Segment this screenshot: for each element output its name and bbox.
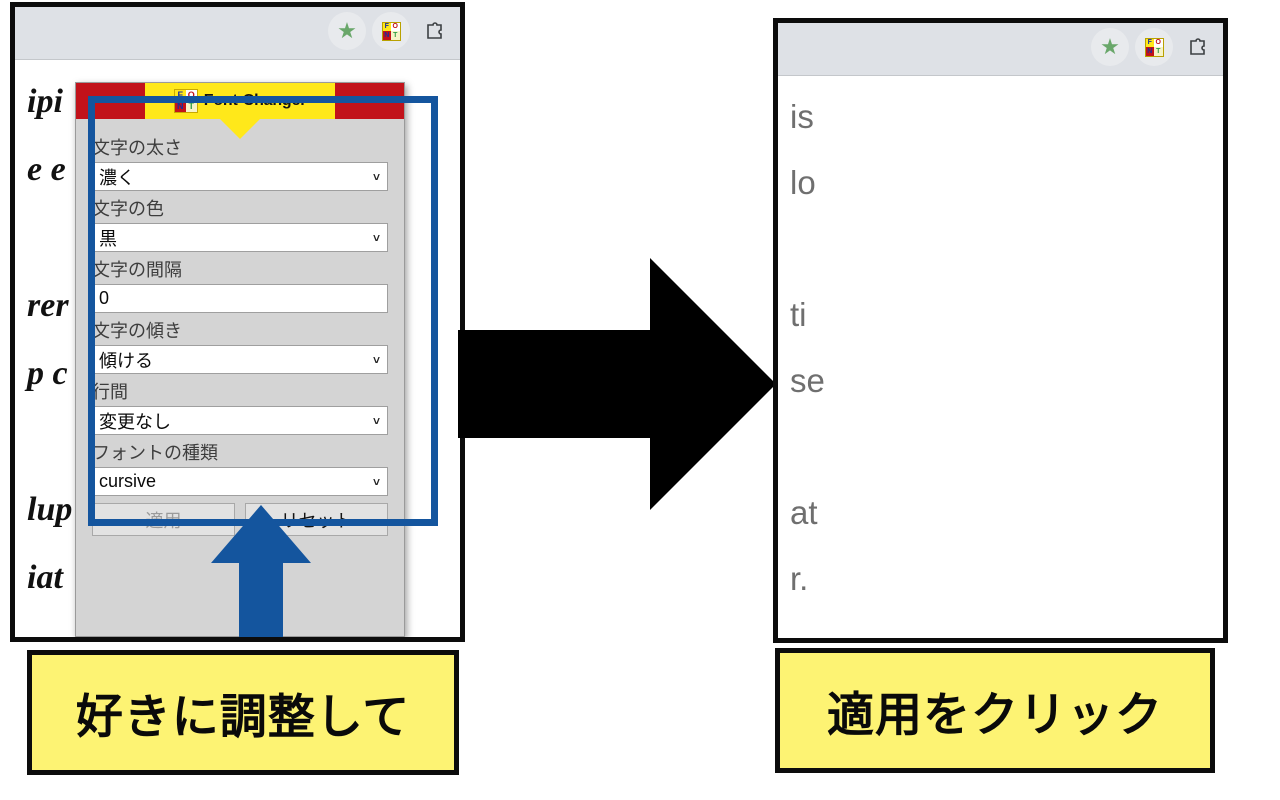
caption-text-right: 適用をクリック [827,688,1163,743]
chevron-down-icon: ˅ [372,352,380,367]
extensions-puzzle-icon[interactable] [416,12,454,50]
browser-toolbar-right: ★ F O N T [778,23,1223,75]
chevron-down-icon: ˅ [372,230,380,245]
caption-text-left: 好きに調整して [75,690,411,745]
chevron-down-icon: ˅ [372,169,380,184]
logo-cell-n: N [382,31,391,40]
logo-cell-o: O [1154,38,1163,47]
select-value: cursive [99,471,157,491]
extension-popup-left: F O N T Font-Changer 文字の太さ 濃く [75,82,405,637]
popup-button-row-left: 適用 リセット [92,503,388,536]
caption-box-right: 適用をクリック [775,648,1215,773]
field-font-style-left: 文字の傾き 傾ける ˅ [92,318,388,374]
select-value: 変更なし [99,411,171,432]
logo-cell-t: T [391,31,400,40]
field-letter-spacing-left: 文字の間隔 0 [92,257,388,313]
transition-arrow-right [458,258,776,510]
logo-cell-n: N [1145,47,1154,56]
puzzle-glyph [427,22,442,39]
before-screenshot-panel: ★ F O N T ipi e e rer p c [10,2,465,642]
input-value: 0 [99,288,110,308]
field-font-weight-left: 文字の太さ 濃く ˅ [92,135,388,191]
select-font-weight-left[interactable]: 濃く ˅ [92,162,388,191]
star-glyph: ★ [1100,34,1120,59]
puzzle-glyph [1190,38,1205,55]
reset-button-left[interactable]: リセット [245,503,388,536]
logo-cell-t: T [1154,47,1163,56]
select-line-height-left[interactable]: 変更なし ˅ [92,406,388,435]
font-changer-extension-icon[interactable]: F O N T [1135,28,1173,66]
logo-cell-n: N [174,101,186,112]
label-font-style: 文字の傾き [92,321,182,341]
logo-cell-t: T [185,101,197,112]
page-viewport-left: ipi e e rer p c lup iat ler t laborum. F… [15,59,460,637]
select-value: 傾ける [99,350,153,371]
select-value: 黒 [99,228,117,249]
select-value: 濃く [99,167,135,188]
font-logo-mini: F O N T [381,21,401,41]
logo-cell-f: F [174,90,186,101]
caption-box-left: 好きに調整して [27,650,459,775]
font-logo-mini: F O N T [1144,37,1164,57]
popup-body-left: 文字の太さ 濃く ˅ 文字の色 黒 ˅ 文字 [76,119,404,546]
page-viewport-right: is lo ti se at r. s orum F O N T Font-Ch… [778,75,1223,638]
field-line-height-left: 行間 変更なし ˅ [92,379,388,435]
input-letter-spacing-left[interactable]: 0 [92,284,388,313]
star-glyph: ★ [337,18,357,43]
popup-pointer-notch-left [220,119,260,139]
popup-title-chip-left: F O N T Font-Changer [145,83,335,119]
select-font-style-left[interactable]: 傾ける ˅ [92,345,388,374]
bookmark-star-icon[interactable]: ★ [1091,28,1129,66]
label-font-color: 文字の色 [92,199,164,219]
select-font-color-left[interactable]: 黒 ˅ [92,223,388,252]
label-letter-spacing: 文字の間隔 [92,260,182,280]
extensions-puzzle-icon[interactable] [1179,28,1217,66]
logo-cell-o: O [185,90,197,101]
popup-title-left: Font-Changer [203,92,307,109]
select-font-family-left[interactable]: cursive ˅ [92,467,388,496]
field-font-family-left: フォントの種類 cursive ˅ [92,440,388,496]
toolbar-icon-group-right: ★ F O N T [1091,28,1217,66]
bookmark-star-icon[interactable]: ★ [328,12,366,50]
apply-button-left[interactable]: 適用 [92,503,235,536]
field-font-color-left: 文字の色 黒 ˅ [92,196,388,252]
label-font-weight: 文字の太さ [92,138,182,158]
browser-toolbar-left: ★ F O N T [15,7,460,59]
label-line-height: 行間 [92,382,128,402]
label-font-family: フォントの種類 [92,443,218,463]
logo-cell-o: O [391,22,400,31]
after-screenshot-panel: ★ F O N T is lo ti se at [773,18,1228,643]
logo-cell-f: F [1145,38,1154,47]
popup-header-left: F O N T Font-Changer [76,83,404,139]
page-body-text-right: is lo ti se at r. s orum [790,98,825,597]
toolbar-icon-group-left: ★ F O N T [328,12,454,50]
chevron-down-icon: ˅ [372,413,380,428]
font-changer-extension-icon[interactable]: F O N T [372,12,410,50]
chevron-down-icon: ˅ [372,474,380,489]
font-logo-icon: F O N T [173,89,198,113]
logo-cell-f: F [382,22,391,31]
